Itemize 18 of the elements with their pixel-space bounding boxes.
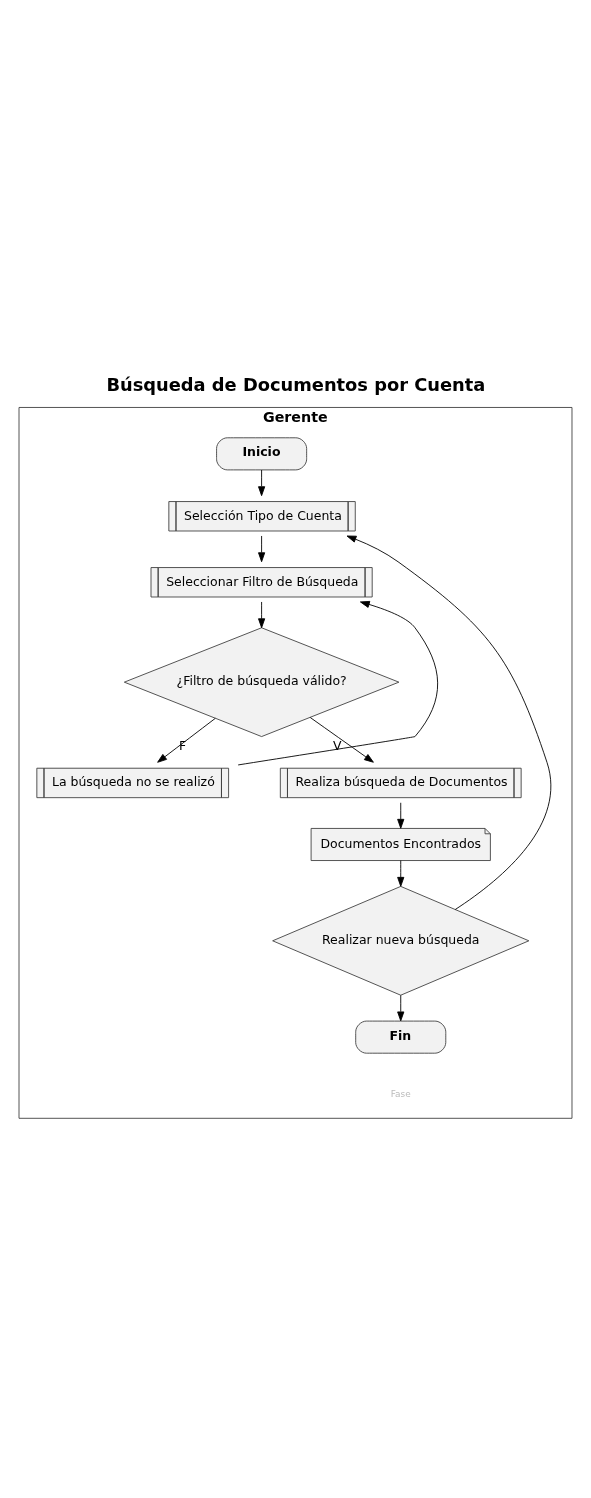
- arrow: [346, 535, 552, 910]
- node-diamond: Realizar nueva búsqueda: [272, 885, 530, 996]
- label: Fase: [390, 1088, 411, 1099]
- arrow: [258, 535, 266, 562]
- arrow: [309, 716, 374, 763]
- edge-label: F: [179, 737, 187, 753]
- node-box: Inicio: [216, 436, 308, 470]
- node-box: Fin: [355, 1020, 447, 1054]
- arrow: [157, 717, 216, 763]
- arrow: [258, 601, 266, 628]
- diagram-title: Búsqueda de Documentos por Cuenta: [106, 373, 486, 395]
- arrow: [397, 859, 405, 887]
- arrow: [237, 600, 439, 765]
- arrow: [397, 994, 405, 1021]
- node-diamond: ¿Filtro de búsqueda válido?: [123, 626, 400, 737]
- edge-label: V: [333, 737, 342, 753]
- arrow: [397, 801, 405, 829]
- arrow: [258, 468, 266, 496]
